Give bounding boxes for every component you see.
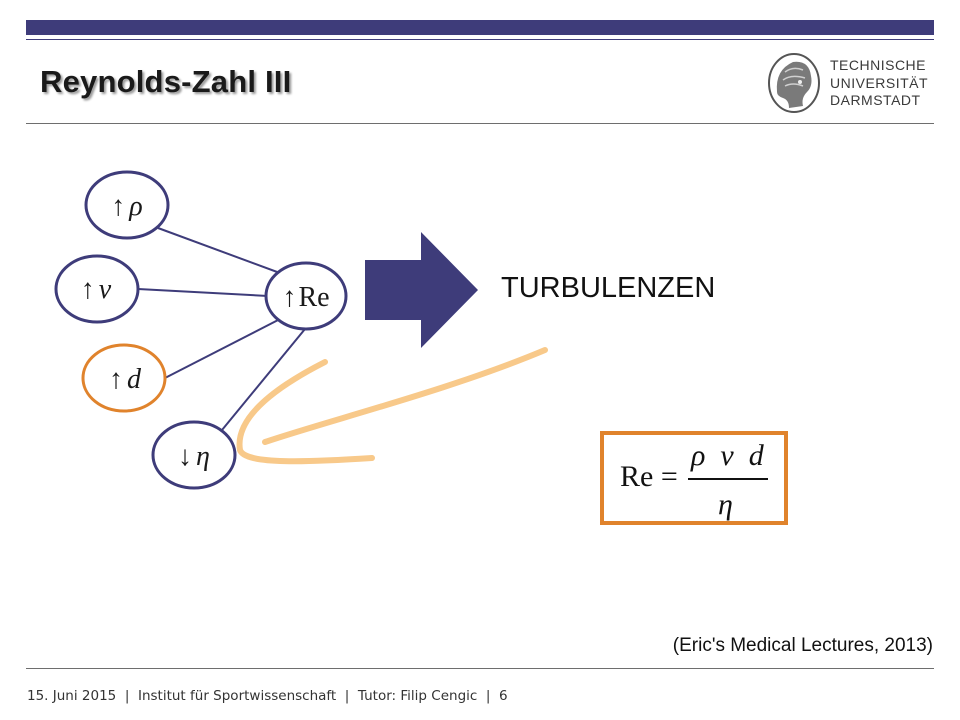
logo-line-1: TECHNISCHE — [830, 57, 927, 73]
slide-title: Reynolds-Zahl III — [40, 64, 292, 99]
formula-numerator: ρ v d — [691, 439, 764, 472]
node-rho — [84, 170, 170, 240]
sketch-arrow-head — [236, 359, 375, 465]
header-line — [26, 39, 934, 40]
node-v-label: ↑v — [81, 274, 112, 305]
node-eta-label: ↓η — [178, 441, 210, 472]
node-d — [81, 343, 167, 413]
edge-rho-re — [157, 227, 289, 277]
university-logo-text: TECHNISCHE UNIVERSITÄT DARMSTADT — [830, 57, 928, 110]
turbulence-label: TURBULENZEN — [501, 272, 716, 304]
citation: (Eric's Medical Lectures, 2013) — [672, 635, 933, 656]
node-v — [54, 254, 140, 324]
footer-divider — [26, 668, 934, 669]
node-re — [264, 261, 348, 331]
sketch-arrow-stroke — [262, 347, 548, 445]
node-rho-label: ↑ρ — [111, 191, 142, 222]
edge-d-re — [164, 317, 283, 379]
logo-line-3: DARMSTADT — [830, 92, 921, 108]
edge-eta-re — [221, 328, 306, 431]
formula-fraction-bar — [688, 478, 768, 480]
university-logo-emblem — [767, 52, 823, 119]
header-bar — [26, 20, 934, 35]
formula-lhs: Re = — [620, 460, 678, 493]
title-divider — [26, 123, 934, 124]
node-eta — [151, 420, 237, 490]
logo-line-2: UNIVERSITÄT — [830, 74, 929, 91]
formula-denominator: η — [718, 488, 733, 521]
edge-v-re — [137, 288, 269, 297]
node-re-label: ↑Re — [282, 282, 329, 313]
result-arrow — [365, 232, 478, 348]
node-d-label: ↑d — [109, 364, 142, 395]
footer-text: 15. Juni 2015 | Institut für Sportwissen… — [27, 688, 508, 704]
